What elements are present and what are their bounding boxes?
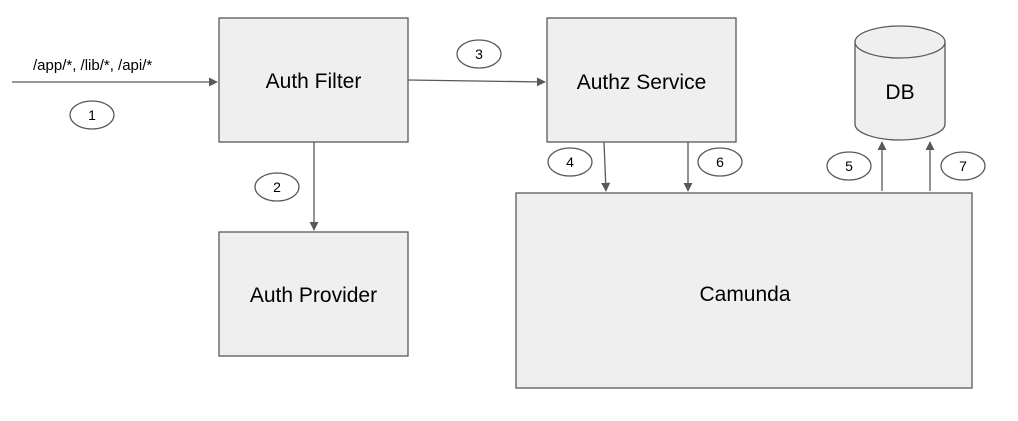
camunda-label: Camunda xyxy=(699,283,790,306)
step-marker-1: 1 xyxy=(69,100,115,130)
entry-path-label: /app/*, /lib/*, /api/* xyxy=(33,57,152,74)
step-number: 3 xyxy=(475,46,483,62)
step-number: 7 xyxy=(959,158,967,174)
db-label: DB xyxy=(885,81,914,104)
step-marker-6: 6 xyxy=(697,147,743,177)
edge-auth-filter-to-authz-service xyxy=(407,77,546,87)
auth-provider-node: Auth Provider xyxy=(218,231,409,357)
authz-service-node: Authz Service xyxy=(546,17,737,143)
step-number: 2 xyxy=(273,179,281,195)
step-marker-2: 2 xyxy=(254,172,300,202)
step-number: 1 xyxy=(88,107,96,123)
camunda-node: Camunda xyxy=(515,192,973,389)
step-number: 5 xyxy=(845,158,853,174)
step-number: 6 xyxy=(716,154,724,170)
step-marker-7: 7 xyxy=(940,151,986,181)
auth-filter-node: Auth Filter xyxy=(218,17,409,143)
step-marker-3: 3 xyxy=(456,39,502,69)
db-node: DB xyxy=(854,25,946,141)
auth-provider-label: Auth Provider xyxy=(250,284,377,307)
step-number: 4 xyxy=(566,154,574,170)
authz-service-label: Authz Service xyxy=(577,71,707,94)
edge-authz-to-camunda-4 xyxy=(601,141,611,192)
step-marker-4: 4 xyxy=(547,147,593,177)
step-marker-5: 5 xyxy=(826,151,872,181)
auth-filter-label: Auth Filter xyxy=(266,70,362,93)
